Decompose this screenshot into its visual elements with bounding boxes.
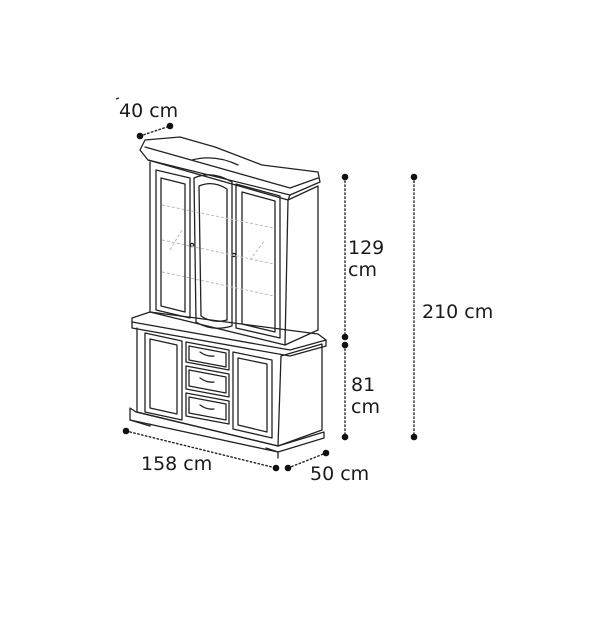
dim-line-width bbox=[125, 430, 277, 469]
label-bottom-height-value: 81 bbox=[351, 374, 376, 396]
left-glass-door bbox=[155, 169, 191, 319]
label-bottom-height-unit: cm bbox=[351, 396, 380, 418]
glass-shelf-3 bbox=[161, 271, 275, 297]
label-bottom-height: 81 cm bbox=[351, 374, 380, 418]
dim-dot bbox=[284, 464, 292, 472]
label-top-height-unit: cm bbox=[348, 259, 377, 281]
dim-dot bbox=[341, 333, 349, 341]
drawer-middle-inner bbox=[188, 369, 227, 394]
dim-line-bottom-depth bbox=[287, 452, 327, 469]
drawer-handle-bottom bbox=[199, 404, 215, 410]
drawer-middle bbox=[185, 365, 230, 398]
dim-line-top-depth bbox=[139, 125, 171, 137]
dim-dot bbox=[341, 433, 349, 441]
label-total-height: 210 cm bbox=[422, 301, 494, 323]
right-lower-door-inner bbox=[237, 357, 268, 433]
right-glass-door bbox=[235, 183, 281, 339]
glass-shelf-2 bbox=[161, 239, 275, 265]
dim-dot bbox=[166, 122, 174, 130]
dim-dot bbox=[410, 433, 418, 441]
label-depth-bottom: 50 cm bbox=[310, 463, 370, 485]
glass-reflection-2 bbox=[249, 239, 266, 261]
base-side bbox=[277, 343, 323, 447]
drawer-handle-middle bbox=[199, 377, 215, 383]
hutch-side bbox=[284, 185, 319, 346]
dim-dot bbox=[410, 173, 418, 181]
label-width: 158 cm bbox=[141, 453, 213, 475]
plinth-foot-left bbox=[129, 419, 151, 427]
left-lower-door-inner bbox=[149, 338, 178, 415]
corner-tick bbox=[115, 97, 120, 100]
label-depth-top: 40 cm bbox=[119, 100, 179, 122]
drawer-bottom-inner bbox=[188, 396, 227, 421]
center-glass-door bbox=[193, 174, 233, 329]
counter-top-edge bbox=[131, 321, 327, 357]
center-glass-door-inner bbox=[198, 182, 228, 322]
crown-cornice-edge bbox=[144, 146, 319, 189]
plinth bbox=[129, 407, 325, 453]
right-glass-door-inner bbox=[241, 191, 276, 333]
glass-reflection-1 bbox=[169, 229, 183, 251]
dim-dot bbox=[341, 341, 349, 349]
drawer-top-inner bbox=[188, 345, 227, 368]
dim-dot bbox=[341, 173, 349, 181]
label-top-height-value: 129 bbox=[348, 237, 385, 259]
crown-cornice bbox=[139, 136, 321, 196]
drawer-bottom bbox=[185, 392, 230, 425]
glass-shelf-1 bbox=[161, 204, 275, 229]
dim-dot bbox=[122, 427, 130, 435]
dim-dot bbox=[136, 132, 144, 140]
right-lower-door bbox=[232, 351, 273, 439]
drawer-top bbox=[185, 341, 230, 371]
left-lower-door bbox=[144, 332, 183, 421]
crown-arch bbox=[191, 157, 239, 166]
label-top-height: 129 cm bbox=[348, 237, 384, 281]
left-glass-door-inner bbox=[160, 177, 186, 313]
drawer-handle-top bbox=[199, 351, 215, 357]
plinth-foot-right bbox=[265, 447, 279, 459]
dim-dot bbox=[322, 449, 330, 457]
dim-dot bbox=[272, 464, 280, 472]
